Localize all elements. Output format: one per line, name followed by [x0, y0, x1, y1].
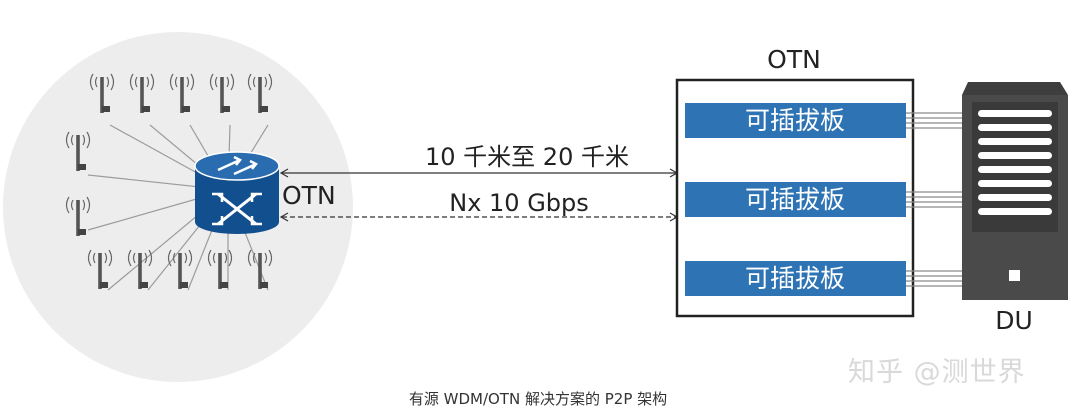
card-to-du-fibers — [906, 112, 962, 287]
du-server-icon — [962, 82, 1068, 300]
pluggable-card-3: 可插拔板 — [685, 261, 906, 296]
rate-label: Nx 10 Gbps — [449, 189, 589, 217]
left-otn-label: OTN — [282, 181, 336, 210]
pluggable-card-label: 可插拔板 — [745, 185, 845, 214]
pluggable-card-label: 可插拔板 — [745, 264, 845, 293]
otn-box-title: OTN — [767, 45, 821, 74]
pluggable-card-label: 可插拔板 — [745, 106, 845, 135]
pluggable-card-2: 可插拔板 — [685, 182, 906, 217]
site-cluster-background — [3, 32, 353, 382]
figure-caption: 有源 WDM/OTN 解决方案的 P2P 架构 — [408, 390, 668, 408]
watermark: 知乎 @测世界 — [848, 357, 1026, 388]
du-label: DU — [995, 306, 1033, 335]
distance-label: 10 千米至 20 千米 — [425, 143, 629, 171]
pluggable-card-1: 可插拔板 — [685, 103, 906, 138]
otn-router-icon — [194, 151, 280, 234]
